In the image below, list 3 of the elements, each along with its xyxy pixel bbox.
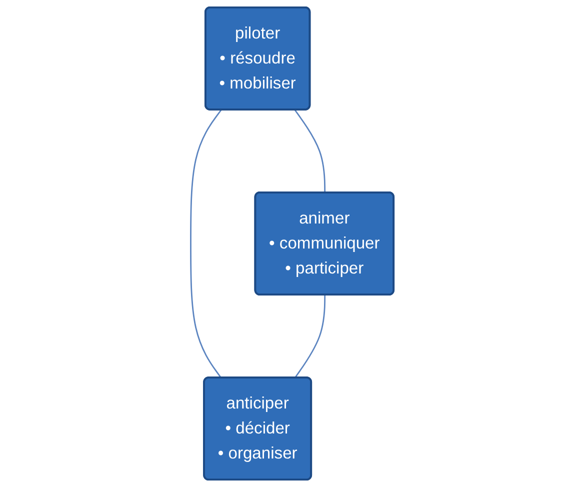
connector [294, 295, 326, 378]
connector [190, 110, 222, 378]
connector [294, 110, 326, 193]
